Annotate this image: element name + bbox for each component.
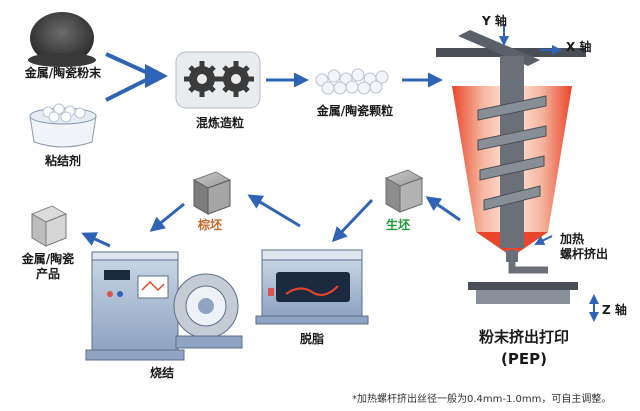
product-cube-icon — [30, 205, 68, 247]
label-debinding: 脱脂 — [300, 332, 325, 346]
label-product: 金属/陶瓷 产品 — [21, 252, 75, 281]
label-heated-screw-extrusion: 加热 螺杆挤出 — [560, 232, 609, 261]
screw-flights — [477, 95, 547, 211]
label-metal-ceramic-powder: 金属/陶瓷粉末 — [24, 66, 102, 80]
powder-pile-icon — [28, 12, 96, 67]
build-plate — [468, 282, 578, 290]
arrow-to-product — [81, 232, 111, 248]
label-pep-abbr: (PEP) — [501, 350, 547, 368]
green-body-cube-icon — [384, 169, 424, 213]
label-sintering: 烧结 — [150, 366, 175, 380]
arrow-to-debinding — [331, 198, 374, 243]
mixer-gears-icon — [175, 51, 261, 109]
binder-bowl-icon — [29, 103, 97, 148]
debinding-furnace-icon — [255, 249, 369, 325]
arrow-to-brown-body — [247, 194, 301, 228]
label-brown-body: 棕坯 — [198, 218, 223, 232]
label-granules: 金属/陶瓷颗粒 — [316, 104, 394, 118]
label-y-axis: Y 轴 — [482, 14, 507, 28]
brown-body-cube-icon — [192, 171, 232, 215]
label-binder: 粘结剂 — [44, 154, 81, 168]
granules-icon — [315, 68, 389, 95]
label-x-axis: X 轴 — [566, 40, 592, 54]
label-z-axis: Z 轴 — [602, 303, 627, 317]
label-mixing-granulation: 混炼造粒 — [195, 116, 244, 130]
arrow-to-green-body — [425, 196, 461, 222]
pep-printer — [436, 24, 599, 322]
label-pep-title: 粉末挤出打印 — [478, 328, 569, 346]
heat-arrow — [534, 235, 553, 245]
merge-arrow-icon — [105, 52, 168, 102]
sintering-furnace-icon — [85, 251, 243, 361]
arrow-to-sintering — [149, 202, 185, 232]
label-green-body: 生坯 — [386, 218, 411, 232]
footnote: *加热螺杆挤出丝径一般为0.4mm-1.0mm，可自主调整。 — [352, 394, 612, 405]
